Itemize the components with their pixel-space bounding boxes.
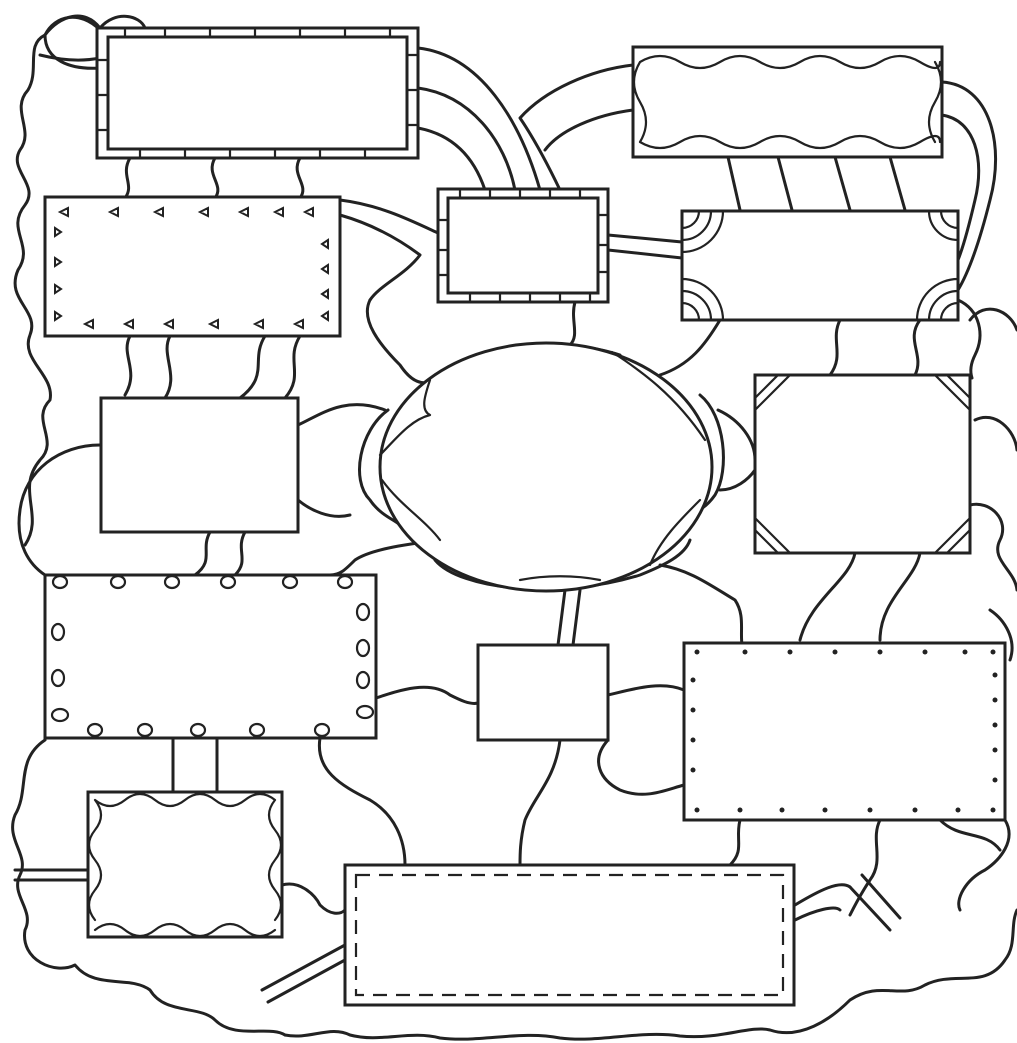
box-10: [684, 643, 1005, 820]
box-4-inner: [448, 198, 598, 293]
box-11: [88, 792, 282, 937]
box-11-outer: [88, 792, 282, 937]
box-12: [345, 865, 794, 1005]
box-12-outer: [345, 865, 794, 1005]
box-5: [682, 211, 958, 320]
box-2: [633, 47, 942, 157]
box-9-outer: [478, 645, 608, 740]
box-3-outer: [45, 197, 340, 336]
box-7-outer: [755, 375, 970, 553]
box-8: [45, 575, 376, 738]
box-5-outer: [682, 211, 958, 320]
box-7: [755, 375, 970, 553]
box-1-inner: [108, 37, 407, 149]
box-2-outer: [633, 47, 942, 157]
box-3: [45, 197, 340, 336]
box-8-outer: [45, 575, 376, 738]
box-6-outer: [101, 398, 298, 532]
box-1: [97, 28, 418, 158]
box-6: [101, 398, 298, 532]
box-4: [438, 189, 608, 302]
box-10-outer: [684, 643, 1005, 820]
cloud-right: [970, 309, 1017, 660]
box-9: [478, 645, 608, 740]
